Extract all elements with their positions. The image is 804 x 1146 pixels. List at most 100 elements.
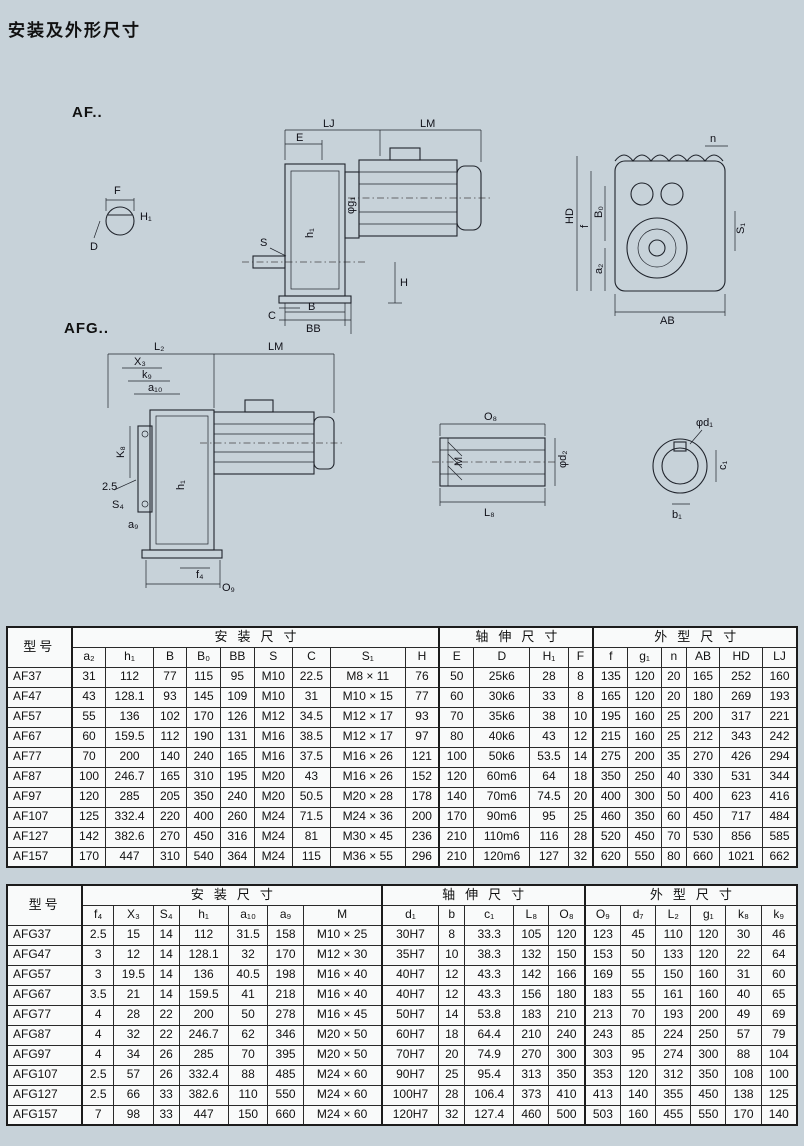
value-cell: 80 <box>438 726 475 748</box>
value-cell: 450 <box>186 826 221 848</box>
value-cell: 200 <box>105 746 154 768</box>
model-cell: AFG87 <box>6 1024 84 1046</box>
value-cell: 80 <box>660 846 687 868</box>
value-cell: 200 <box>627 746 662 768</box>
value-cell: 190 <box>186 726 221 748</box>
value-cell: 112 <box>105 666 154 688</box>
value-cell: 28 <box>567 826 594 848</box>
model-cell: AFG67 <box>6 984 84 1006</box>
value-cell: 400 <box>186 806 221 828</box>
value-cell: 50k6 <box>473 746 531 768</box>
value-cell: 70 <box>620 1004 657 1026</box>
value-cell: 40H7 <box>380 984 440 1006</box>
value-cell: 353 <box>583 1064 622 1086</box>
value-cell: 332.4 <box>178 1064 229 1086</box>
value-cell: 127 <box>529 846 569 868</box>
afg-sleeve-detail: O₈ M L₈ φd₂ <box>432 411 569 519</box>
value-cell: 200 <box>685 706 721 728</box>
value-cell: 109 <box>219 686 255 708</box>
model-column-header: 型号 <box>6 884 84 926</box>
value-cell: 70 <box>71 746 107 768</box>
value-cell: 210 <box>513 1024 550 1046</box>
value-cell: 50 <box>620 944 657 966</box>
value-cell: 1021 <box>719 846 764 868</box>
model-cell: AF107 <box>6 806 73 828</box>
value-cell: 193 <box>655 1004 692 1026</box>
value-cell: 97 <box>404 726 440 748</box>
value-cell: 160 <box>762 666 798 688</box>
value-cell: 550 <box>690 1104 727 1126</box>
value-cell: 90H7 <box>380 1064 440 1086</box>
model-cell: AF87 <box>6 766 73 788</box>
value-cell: 22.5 <box>291 666 331 688</box>
value-cell: 64 <box>760 944 798 966</box>
value-cell: 120 <box>627 666 662 688</box>
dim-label-a9: a₉ <box>128 519 138 531</box>
value-cell: 69 <box>760 1004 798 1026</box>
value-cell: 220 <box>152 806 188 828</box>
value-cell: 31 <box>291 686 331 708</box>
value-cell: 343 <box>719 726 764 748</box>
column-header: BB <box>219 646 255 668</box>
dim-label-C: C <box>268 310 276 322</box>
value-cell: 10 <box>438 944 466 966</box>
model-cell: AF77 <box>6 746 73 768</box>
value-cell: 76 <box>404 666 440 688</box>
model-cell: AFG107 <box>6 1064 84 1086</box>
value-cell: 20 <box>567 786 594 808</box>
value-cell: 242 <box>762 726 798 748</box>
group-header: 轴伸尺寸 <box>380 884 586 906</box>
value-cell: 98 <box>112 1104 154 1126</box>
value-cell: 110m6 <box>473 826 531 848</box>
value-cell: 20 <box>660 666 687 688</box>
value-cell: 120 <box>690 924 727 946</box>
value-cell: M12 <box>253 706 293 728</box>
value-cell: 3 <box>81 944 114 966</box>
value-cell: 350 <box>186 786 221 808</box>
value-cell: 14 <box>438 1004 466 1026</box>
column-header: h₁ <box>105 646 154 668</box>
value-cell: 120 <box>438 766 475 788</box>
afg-series-label: AFG.. <box>64 320 109 337</box>
value-cell: 121 <box>404 746 440 768</box>
column-header: H <box>404 646 440 668</box>
value-cell: 550 <box>267 1084 304 1106</box>
value-cell: 50 <box>438 666 475 688</box>
value-cell: 484 <box>762 806 798 828</box>
value-cell: 25 <box>660 706 687 728</box>
value-cell: 125 <box>71 806 107 828</box>
column-header: f <box>592 646 629 668</box>
value-cell: 100 <box>760 1064 798 1086</box>
dim-label-B0: B₀ <box>593 206 605 218</box>
value-cell: 102 <box>152 706 188 728</box>
column-header: b <box>438 904 466 926</box>
group-header-row: 型号安装尺寸轴伸尺寸外型尺寸 <box>6 884 798 926</box>
value-cell: 25 <box>660 726 687 748</box>
value-cell: 274 <box>655 1044 692 1066</box>
value-cell: M10 × 25 <box>302 924 383 946</box>
value-cell: 344 <box>762 766 798 788</box>
value-cell: 37.5 <box>291 746 331 768</box>
column-header: a₁₀ <box>227 904 269 926</box>
value-cell: 32 <box>112 1024 154 1046</box>
value-cell: 120 <box>690 944 727 966</box>
value-cell: 165 <box>152 766 188 788</box>
dim-label-c1: c₁ <box>717 461 729 471</box>
column-header: a₉ <box>267 904 304 926</box>
model-cell: AF37 <box>6 666 73 688</box>
value-cell: 32 <box>567 846 594 868</box>
value-cell: M16 × 26 <box>329 766 406 788</box>
value-cell: 169 <box>583 964 622 986</box>
value-cell: 81 <box>291 826 331 848</box>
value-cell: 550 <box>627 846 662 868</box>
value-cell: 31 <box>71 666 107 688</box>
value-cell: 57 <box>725 1024 762 1046</box>
value-cell: 25 <box>438 1064 466 1086</box>
value-cell: 660 <box>685 846 721 868</box>
column-header: B₀ <box>186 646 221 668</box>
value-cell: 160 <box>690 984 727 1006</box>
